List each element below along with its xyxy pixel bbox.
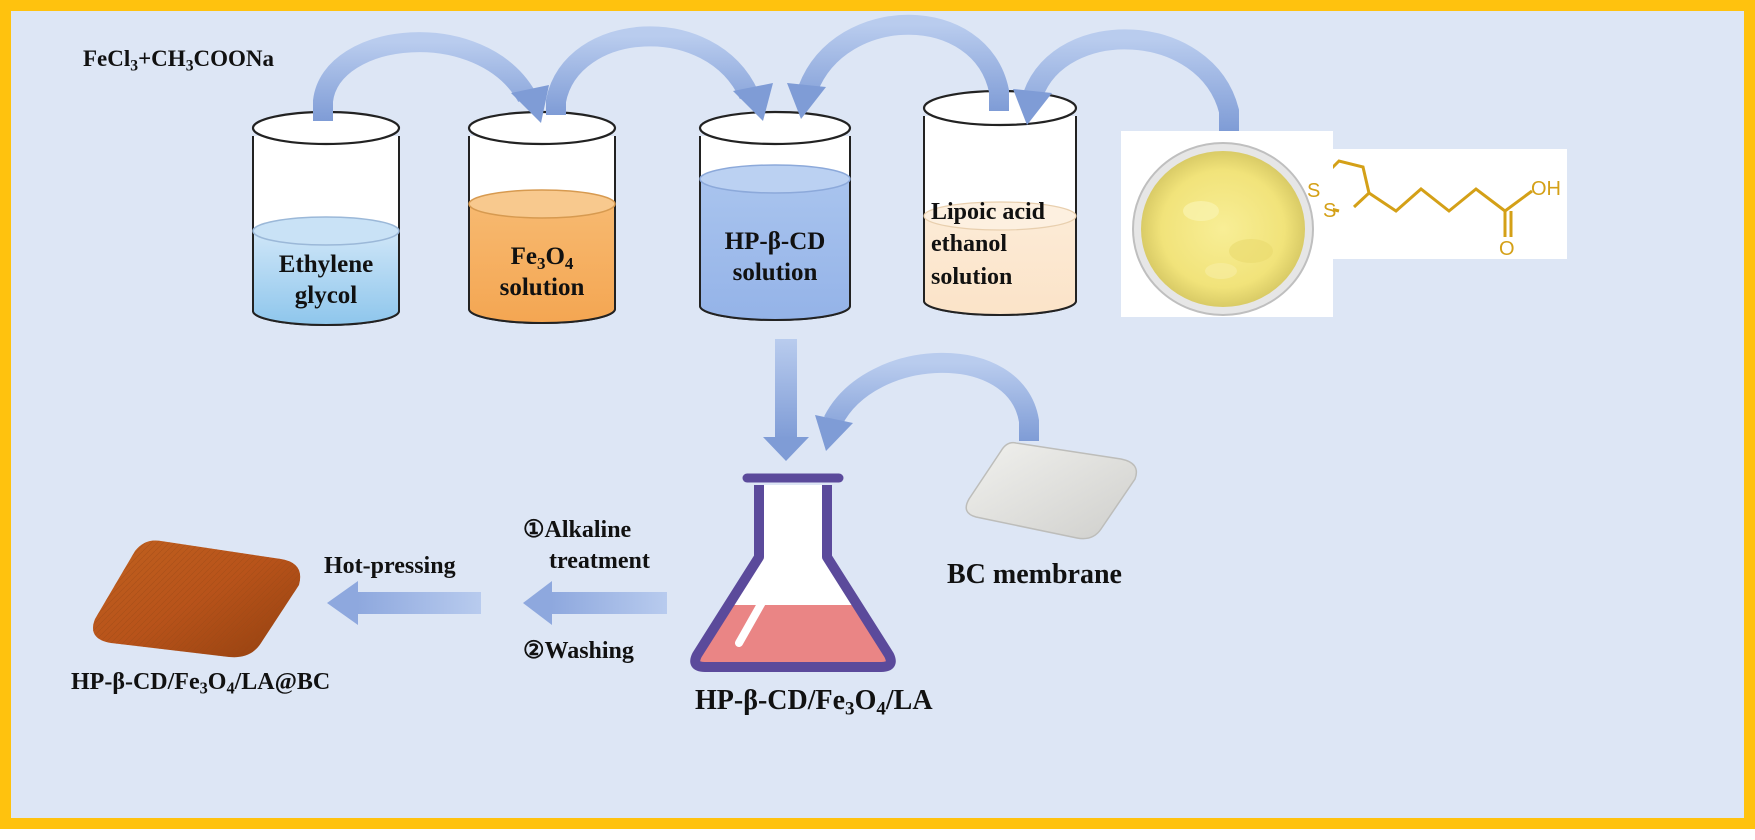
molecule-oh: OH bbox=[1531, 178, 1561, 200]
beaker-fe3o4-solution bbox=[467, 110, 617, 324]
powder-dish-graphic bbox=[1132, 142, 1314, 316]
lipoic-acid-molecule bbox=[1315, 149, 1567, 259]
molecule-o: O bbox=[1499, 238, 1515, 260]
product-membrane bbox=[93, 540, 301, 658]
product-label: HP-β-CD/Fe3O4/LA@BC bbox=[71, 669, 331, 698]
flask-label: HP-β-CD/Fe3O4/LA bbox=[695, 685, 933, 720]
molecule-s1: S bbox=[1307, 180, 1321, 202]
beaker-ethylene-glycol bbox=[251, 110, 401, 326]
arrow-reagent-to-fe3o4 bbox=[313, 32, 549, 123]
arrow-down-to-flask bbox=[763, 339, 809, 461]
reagent-label: FeCl3+CH3COONa bbox=[83, 46, 274, 75]
beaker-hp-cd-solution bbox=[698, 110, 852, 321]
diagram-graphics bbox=[93, 14, 1567, 672]
arrow-powder-to-lipoic bbox=[1013, 29, 1239, 131]
molecule-s2: S bbox=[1323, 200, 1337, 222]
erlenmeyer-flask bbox=[690, 473, 896, 672]
beaker-lipoic-acid bbox=[922, 89, 1078, 316]
step-hot-pressing: Hot-pressing bbox=[324, 553, 456, 579]
arrow-flask-to-hotpress bbox=[523, 581, 667, 625]
arrow-fe3o4-to-hpcd bbox=[546, 26, 773, 121]
arrow-lipoic-to-hpcd bbox=[787, 14, 1009, 119]
arrow-membrane-to-flask bbox=[815, 352, 1039, 451]
lipoic-acid-powder-photo bbox=[1121, 131, 1333, 317]
step-washing: ②Washing bbox=[523, 638, 634, 664]
bc-membrane-label: BC membrane bbox=[947, 559, 1122, 590]
arrow-hotpress-to-product bbox=[327, 581, 481, 625]
step-alkaline-treatment: ①Alkaline treatment bbox=[523, 517, 650, 575]
beaker-label-fe3o4: Fe3O4 solution bbox=[499, 243, 585, 302]
bc-membrane-sheet bbox=[965, 441, 1138, 540]
